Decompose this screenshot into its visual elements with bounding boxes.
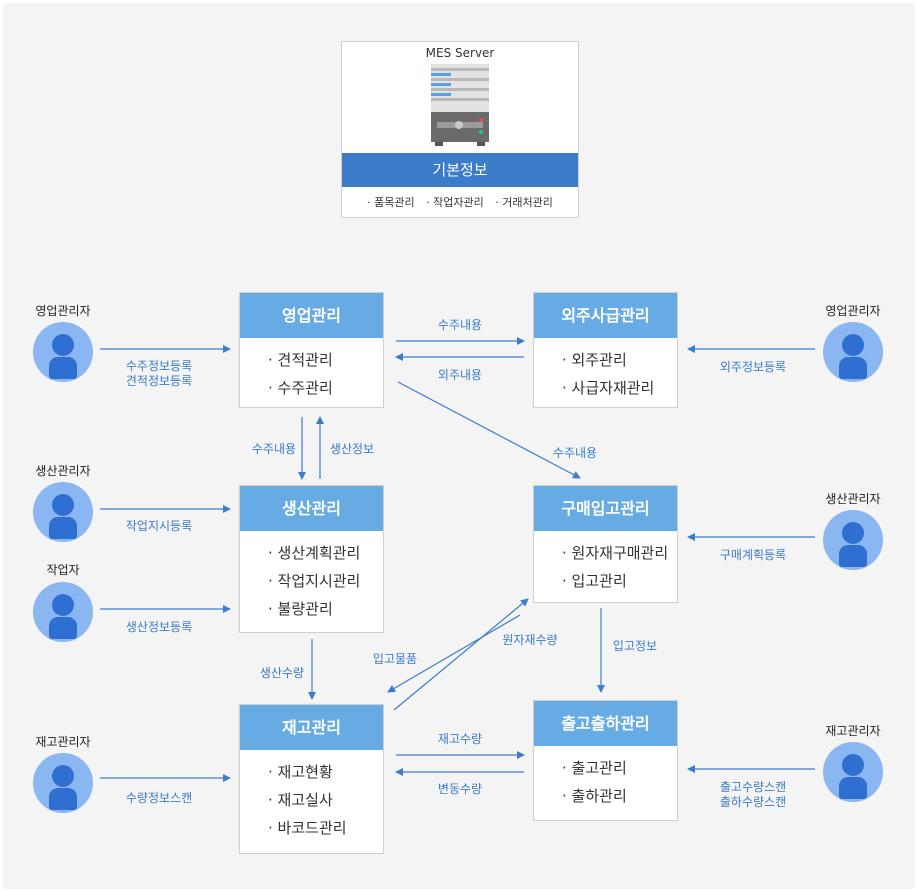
- flow-label: 생산수량: [259, 666, 305, 680]
- user-icon: [33, 322, 93, 382]
- mes-server-panel: MES Server 기본정보 · 품목관리 · 작업자관리 · 거래처관리: [341, 41, 579, 218]
- box-purchase-title: 구매입고관리: [534, 486, 677, 531]
- box-item: 출고관리: [562, 754, 677, 782]
- user-icon: [33, 582, 93, 642]
- actor-label: 생산관리자: [35, 464, 91, 478]
- arrow-inventory-to-purchase: [393, 598, 529, 711]
- arrow-sales-to-purchase: [397, 381, 581, 479]
- box-inventory-title: 재고관리: [240, 705, 383, 750]
- box-item: 재고현황: [268, 758, 383, 786]
- box-outsourcing-title: 외주사급관리: [534, 293, 677, 338]
- basic-info-bar: 기본정보: [342, 153, 578, 187]
- flow-label: 생산정보: [329, 442, 375, 456]
- box-production: 생산관리 생산계획관리작업지시관리불량관리: [239, 485, 384, 633]
- actor-label: 영업관리자: [35, 304, 91, 318]
- actor-label: 생산관리자: [825, 492, 881, 506]
- box-item: 작업지시관리: [268, 567, 383, 595]
- actor-label: 재고관리자: [825, 724, 881, 738]
- flow-label: 입고정보: [612, 639, 658, 653]
- box-sales: 영업관리 견적관리수주관리: [239, 292, 384, 408]
- box-inventory: 재고관리 재고현황재고실사바코드관리: [239, 704, 384, 854]
- user-icon: [33, 753, 93, 813]
- flow-label: 작업지시등록: [125, 519, 193, 533]
- box-production-title: 생산관리: [240, 486, 383, 531]
- user-icon: [33, 482, 93, 542]
- box-item: 수주관리: [268, 374, 383, 402]
- item-worker-mgmt: · 작업자관리: [426, 196, 484, 209]
- flow-label: 수주정보등록 견적정보등록: [125, 359, 193, 388]
- flow-label: 수량정보스캔: [125, 791, 193, 805]
- box-outsourcing: 외주사급관리 외주관리사급자재관리: [533, 292, 678, 408]
- flow-label: 외주내용: [437, 368, 483, 382]
- flow-label: 외주정보등록: [719, 360, 787, 374]
- item-product-mgmt: · 품목관리: [367, 196, 415, 209]
- user-icon: [823, 510, 883, 570]
- flow-label: 구매계획등록: [719, 548, 787, 562]
- item-client-mgmt: · 거래처관리: [495, 196, 553, 209]
- flow-label: 수주내용: [552, 446, 598, 460]
- box-purchase: 구매입고관리 원자재구매관리입고관리: [533, 485, 678, 603]
- flow-label: 출고수량스캔 출하수량스캔: [719, 780, 787, 809]
- basic-info-items: · 품목관리 · 작업자관리 · 거래처관리: [342, 194, 578, 210]
- box-item: 견적관리: [268, 346, 383, 374]
- box-sales-title: 영업관리: [240, 293, 383, 338]
- box-item: 외주관리: [562, 346, 677, 374]
- box-item: 바코드관리: [268, 814, 383, 842]
- actor-label: 영업관리자: [825, 304, 881, 318]
- box-item: 출하관리: [562, 782, 677, 810]
- actor-label: 작업자: [46, 563, 80, 577]
- user-icon: [823, 742, 883, 802]
- box-item: 사급자재관리: [562, 374, 677, 402]
- flow-label: 변동수량: [437, 782, 483, 796]
- arrow-purchase-to-inventory: [387, 614, 521, 693]
- user-icon: [823, 322, 883, 382]
- actor-label: 재고관리자: [35, 735, 91, 749]
- flow-label: 수주내용: [437, 318, 483, 332]
- box-item: 재고실사: [268, 786, 383, 814]
- box-item: 불량관리: [268, 595, 383, 623]
- flow-label: 수주내용: [251, 442, 297, 456]
- box-item: 입고관리: [562, 567, 677, 595]
- box-item: 생산계획관리: [268, 539, 383, 567]
- box-item: 원자재구매관리: [562, 539, 677, 567]
- box-shipping: 출고출하관리 출고관리출하관리: [533, 700, 678, 821]
- flow-label: 입고물품: [372, 652, 418, 666]
- box-shipping-title: 출고출하관리: [534, 701, 677, 746]
- flow-label: 생산정보등록: [125, 620, 193, 634]
- flow-label: 원자재수량: [502, 633, 558, 647]
- server-title: MES Server: [425, 46, 495, 60]
- server-icon: [431, 64, 489, 146]
- flow-label: 재고수량: [437, 732, 483, 746]
